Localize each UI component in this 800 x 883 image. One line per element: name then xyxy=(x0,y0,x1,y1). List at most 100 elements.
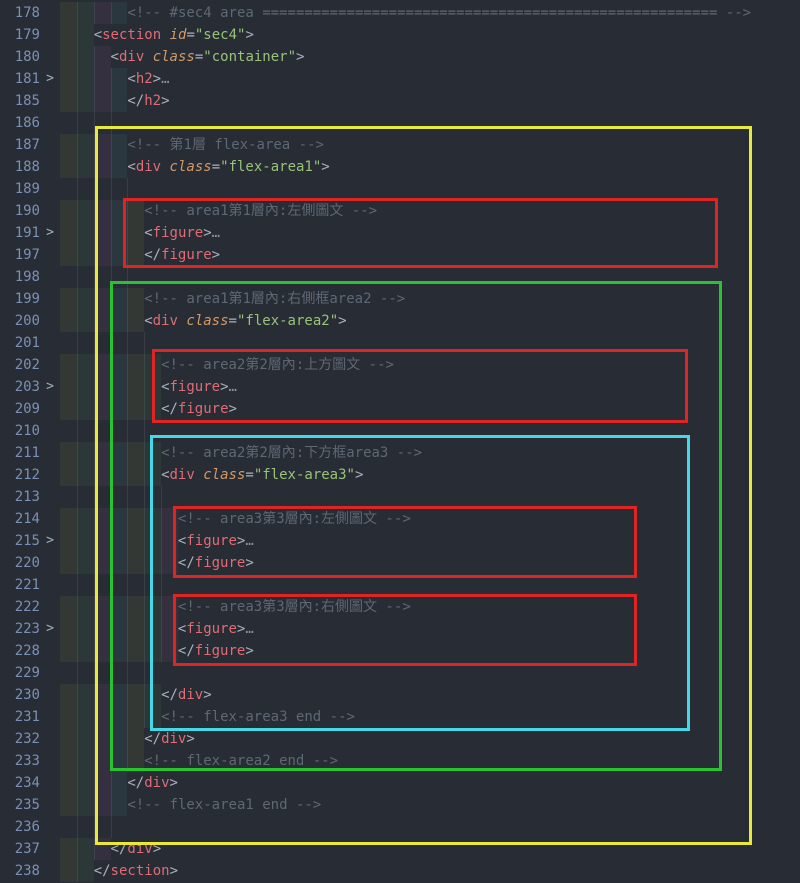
fold-chevron-icon[interactable]: > xyxy=(46,379,54,394)
indent-guide xyxy=(93,178,111,200)
code-line[interactable]: 191><figure>… xyxy=(0,222,800,244)
indent-guide xyxy=(93,530,111,552)
fold-gutter-space xyxy=(40,156,60,178)
indent-guide xyxy=(110,134,128,156)
code-line[interactable]: 213 xyxy=(0,486,800,508)
code-line[interactable]: 186 xyxy=(0,112,800,134)
code-line[interactable]: 199<!-- area1第1層內:右側框area2 --> xyxy=(0,288,800,310)
code-text: <div class="flex-area2"> xyxy=(60,310,800,332)
indent-guide xyxy=(76,90,94,112)
code-text: <!-- flex-area3 end --> xyxy=(60,706,800,728)
indent-guide xyxy=(93,354,111,376)
code-line[interactable]: 233<!-- flex-area2 end --> xyxy=(0,750,800,772)
fold-gutter-space xyxy=(40,332,60,354)
code-line[interactable]: 180<div class="container"> xyxy=(0,46,800,68)
line-number: 236 xyxy=(14,819,40,835)
code-line[interactable]: 212<div class="flex-area3"> xyxy=(0,464,800,486)
indent-guide xyxy=(93,706,111,728)
token-p: > xyxy=(245,27,254,43)
indent-guide xyxy=(76,442,94,464)
code-line[interactable]: 200<div class="flex-area2"> xyxy=(0,310,800,332)
indent-guide xyxy=(60,398,77,420)
code-line[interactable]: 228</figure> xyxy=(0,640,800,662)
code-line[interactable]: 238</section> xyxy=(0,860,800,882)
code-text: <figure>… xyxy=(60,222,800,244)
code-text: </div> xyxy=(60,728,800,750)
token-a: class xyxy=(203,467,246,483)
indent-guide xyxy=(161,530,178,552)
code-line[interactable]: 179<section id="sec4"> xyxy=(0,24,800,46)
code-text: <!-- #sec4 area ========================… xyxy=(60,2,800,24)
code-line[interactable]: 190<!-- area1第1層內:左側圖文 --> xyxy=(0,200,800,222)
indent-guide xyxy=(161,486,178,508)
indent-guide xyxy=(127,706,145,728)
code-line[interactable]: 181><h2>… xyxy=(0,68,800,90)
code-line[interactable]: 188<div class="flex-area1"> xyxy=(0,156,800,178)
fold-chevron-icon[interactable]: > xyxy=(46,621,54,636)
fold-chevron-icon[interactable]: > xyxy=(46,225,54,240)
fold-gutter-space xyxy=(40,442,60,464)
code-line[interactable]: 178<!-- #sec4 area =====================… xyxy=(0,2,800,24)
token-t: div xyxy=(152,313,178,329)
code-line[interactable]: 229 xyxy=(0,662,800,684)
fold-chevron-icon[interactable]: > xyxy=(46,71,54,86)
token-t: div xyxy=(127,841,153,857)
indent-guide xyxy=(76,860,94,882)
code-line[interactable]: 209</figure> xyxy=(0,398,800,420)
code-line[interactable]: 210 xyxy=(0,420,800,442)
code-line[interactable]: 187<!-- 第1層 flex-area --> xyxy=(0,134,800,156)
indent-guide xyxy=(110,398,128,420)
code-text: <!-- area3第3層內:右側圖文 --> xyxy=(60,596,800,618)
indent-guide xyxy=(76,816,94,838)
token-p: < xyxy=(127,71,136,87)
indent-guide xyxy=(60,46,77,68)
indent-guide xyxy=(144,530,162,552)
line-number: 179 xyxy=(14,27,40,43)
indent-guide xyxy=(93,156,111,178)
code-text: </h2> xyxy=(60,90,800,112)
code-line[interactable]: 230</div> xyxy=(0,684,800,706)
line-number: 232 xyxy=(14,731,40,747)
code-line[interactable]: 211<!-- area2第2層內:下方框area3 --> xyxy=(0,442,800,464)
token-t: section xyxy=(110,863,170,879)
code-line[interactable]: 189 xyxy=(0,178,800,200)
fold-chevron-icon[interactable]: > xyxy=(46,533,54,548)
code-line[interactable]: 201 xyxy=(0,332,800,354)
line-number: 238 xyxy=(14,863,40,879)
token-f: … xyxy=(245,533,254,549)
code-line[interactable]: 221 xyxy=(0,574,800,596)
token-p: > xyxy=(203,225,212,241)
code-line[interactable]: 220</figure> xyxy=(0,552,800,574)
code-line[interactable]: 235<!-- flex-area1 end --> xyxy=(0,794,800,816)
code-line[interactable]: 236 xyxy=(0,816,800,838)
line-number: 190 xyxy=(14,203,40,219)
code-line[interactable]: 237</div> xyxy=(0,838,800,860)
code-line[interactable]: 223><figure>… xyxy=(0,618,800,640)
indent-guide xyxy=(110,244,128,266)
code-line[interactable]: 234</div> xyxy=(0,772,800,794)
indent-guide xyxy=(76,398,94,420)
indent-guide xyxy=(60,662,77,684)
indent-guide xyxy=(127,398,145,420)
indent-guide xyxy=(110,552,128,574)
code-line[interactable]: 222<!-- area3第3層內:右側圖文 --> xyxy=(0,596,800,618)
code-text: <!-- flex-area2 end --> xyxy=(60,750,800,772)
code-line[interactable]: 202<!-- area2第2層內:上方圖文 --> xyxy=(0,354,800,376)
token-c: <!-- flex-area1 end --> xyxy=(127,797,322,813)
code-line[interactable]: 198 xyxy=(0,266,800,288)
code-line[interactable]: 231<!-- flex-area3 end --> xyxy=(0,706,800,728)
indent-guide xyxy=(127,266,144,288)
token-p: < xyxy=(177,533,187,549)
code-line[interactable]: 185</h2> xyxy=(0,90,800,112)
indent-guide xyxy=(93,464,111,486)
code-line[interactable]: 215><figure>… xyxy=(0,530,800,552)
code-text: </figure> xyxy=(60,552,800,574)
line-number: 199 xyxy=(14,291,40,307)
code-text: <figure>… xyxy=(60,530,800,552)
code-line[interactable]: 197</figure> xyxy=(0,244,800,266)
code-line[interactable]: 232 </div> xyxy=(0,728,800,750)
code-line[interactable]: 214<!-- area3第3層內:左側圖文 --> xyxy=(0,508,800,530)
indent-guide xyxy=(127,508,145,530)
indent-guide xyxy=(127,486,144,508)
code-line[interactable]: 203><figure>… xyxy=(0,376,800,398)
